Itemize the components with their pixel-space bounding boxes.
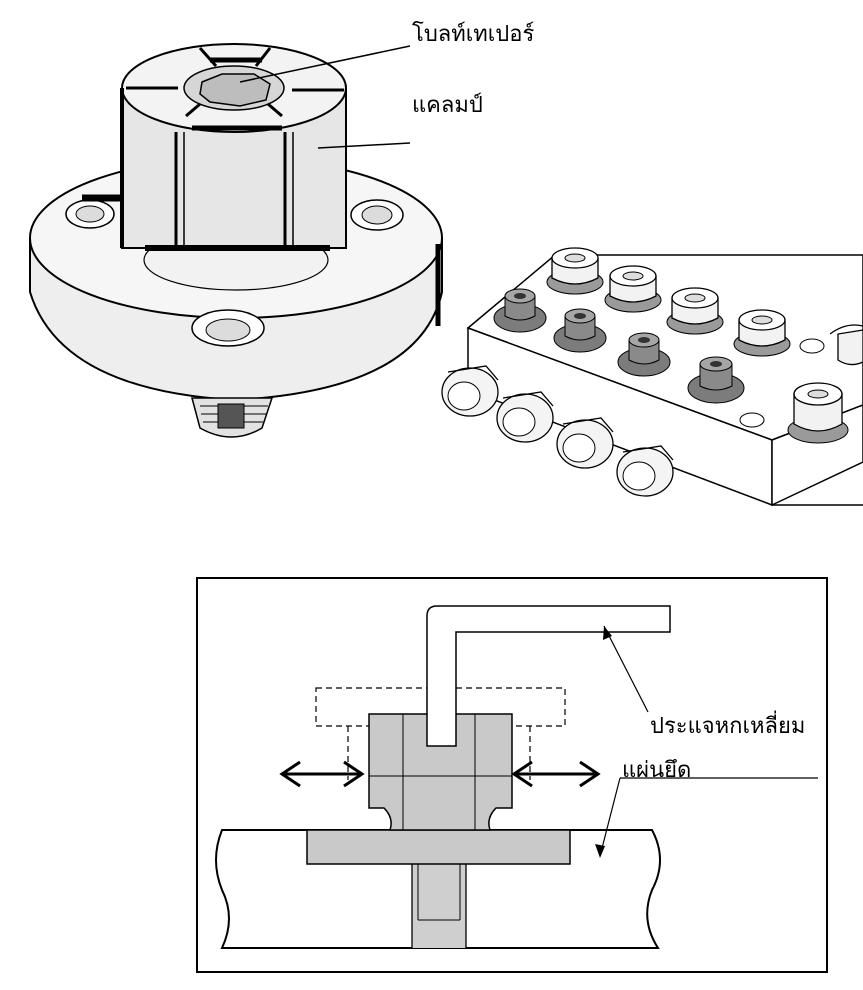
clamp-leader <box>317 142 411 149</box>
side-clamp <box>441 365 499 417</box>
double-arrow-left-icon <box>279 760 365 788</box>
threaded-hole <box>411 864 467 948</box>
taper-bolt-label: โบลท์เทเปอร์ <box>412 22 535 47</box>
round-clamp-illustration <box>29 42 443 438</box>
side-clamp <box>496 391 554 443</box>
dark-clamp <box>493 288 547 333</box>
hex-wrench <box>426 605 671 747</box>
mounting-plate <box>306 829 571 865</box>
dark-clamp <box>553 308 607 353</box>
light-clamp <box>546 247 604 295</box>
taper-bolt-head <box>199 73 271 107</box>
clamp-label: แคลมป์ <box>412 93 483 118</box>
double-arrow-right-icon <box>511 760 601 788</box>
hex-wrench-leader <box>603 625 649 713</box>
light-clamp <box>829 324 863 366</box>
hex-wrench-label: ประแจหกเหลี่ยม <box>650 714 806 739</box>
flange-hole <box>65 199 115 229</box>
flange-hole <box>350 199 404 231</box>
taper-bolt-leader <box>239 45 411 83</box>
light-clamp <box>604 265 662 313</box>
flange-hole <box>191 309 265 347</box>
side-clamp <box>556 417 614 469</box>
dark-clamp <box>687 356 745 404</box>
clamp-block-illustration <box>441 247 863 507</box>
light-clamp <box>787 382 849 444</box>
side-clamp <box>616 445 674 497</box>
light-clamp <box>733 309 791 357</box>
threaded-stud <box>191 397 274 438</box>
clamp-block <box>368 713 513 831</box>
plate-label: แผ่นยึด <box>622 758 692 783</box>
light-clamp <box>666 287 724 335</box>
plate-leader <box>595 777 818 858</box>
dark-clamp <box>617 332 671 377</box>
